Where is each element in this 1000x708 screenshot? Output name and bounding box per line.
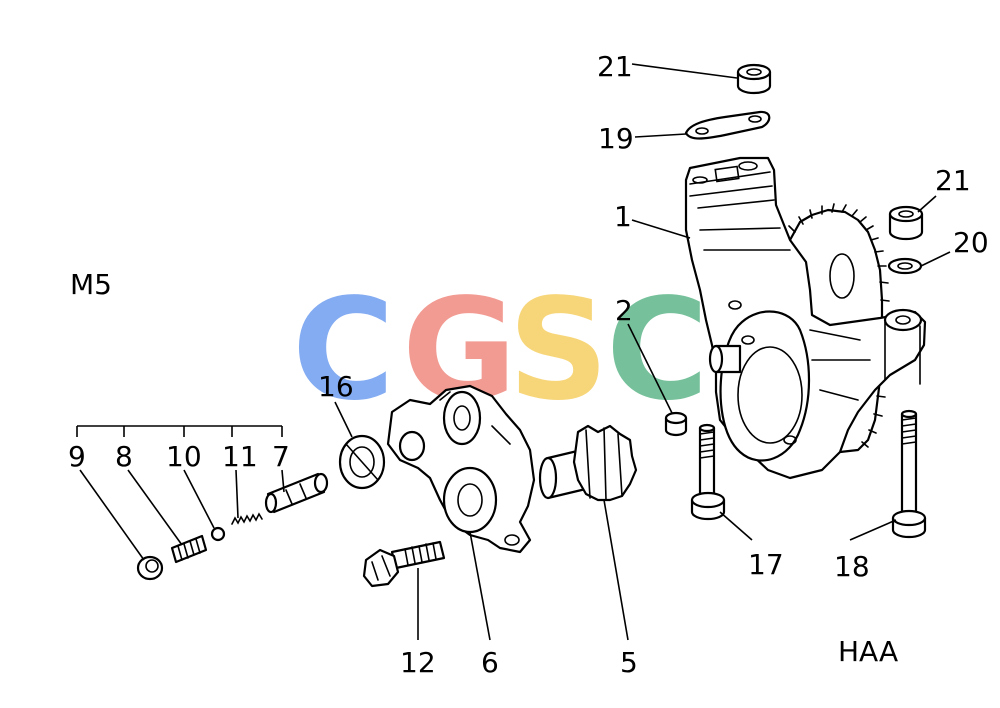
callout-11: 11	[222, 440, 258, 473]
callout-10: 10	[166, 440, 202, 473]
part-6-pump-cover	[386, 384, 536, 554]
part-1-pump-body	[684, 156, 927, 480]
callout-1: 1	[614, 200, 632, 233]
watermark: C G S C	[292, 269, 709, 432]
watermark-letter-c2: C	[606, 269, 709, 432]
callout-5: 5	[620, 646, 638, 679]
callout-6: 6	[481, 646, 499, 679]
callout-2: 2	[615, 294, 633, 327]
part-21-side-bushing	[888, 205, 924, 241]
part-11-spring	[231, 512, 263, 525]
callout-17: 17	[748, 548, 784, 581]
part-16-seal	[338, 434, 386, 490]
part-7-plunger	[264, 472, 329, 514]
callout-21-top: 21	[597, 50, 633, 83]
model-code: M5	[70, 268, 112, 301]
part-21-top-bushing	[736, 63, 772, 95]
part-20-washer	[887, 257, 923, 275]
part-5-rotor	[538, 424, 638, 502]
watermark-letter-c1: C	[292, 269, 395, 432]
part-18-bolt	[891, 409, 927, 539]
callout-21-side: 21	[935, 164, 971, 197]
callout-8: 8	[115, 440, 133, 473]
callout-12: 12	[400, 646, 436, 679]
callout-19: 19	[598, 122, 634, 155]
callout-9: 9	[68, 440, 86, 473]
callout-16: 16	[318, 370, 354, 403]
callout-7: 7	[272, 440, 290, 473]
part-2-dowel-pin	[664, 411, 688, 437]
callout-18: 18	[834, 550, 870, 583]
part-8-spring	[170, 534, 208, 564]
part-10-ball	[210, 526, 226, 542]
part-12-bolt	[362, 540, 446, 588]
part-19-gasket	[684, 110, 771, 140]
part-17-bolt	[690, 423, 726, 521]
variant-code: HAA	[838, 635, 898, 668]
watermark-letter-s: S	[508, 269, 609, 432]
leader-lines	[76, 63, 951, 641]
callout-20: 20	[953, 226, 989, 259]
part-9-plug	[136, 555, 164, 581]
